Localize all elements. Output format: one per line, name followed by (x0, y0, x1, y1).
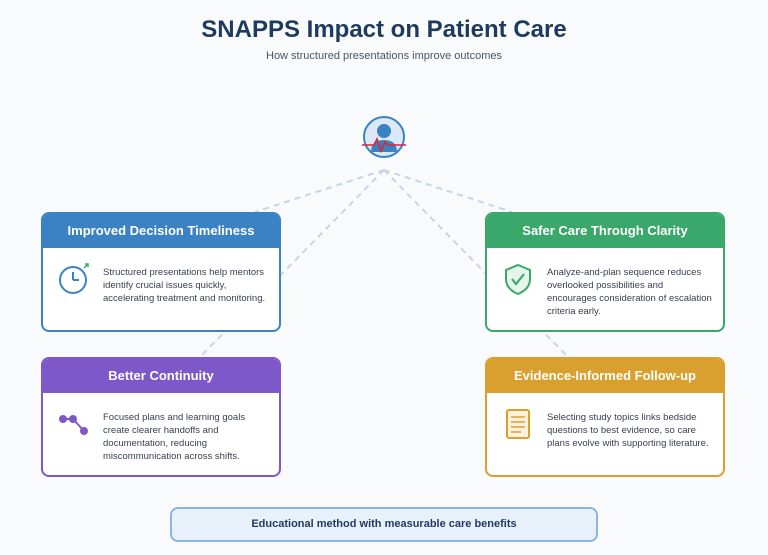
card-text: Focused plans and learning goals create … (103, 412, 246, 462)
card-safer-care: Safer Care Through Clarity Analyze-and-p… (485, 212, 725, 332)
diagram-subtitle: How structured presentations improve out… (266, 50, 502, 62)
card-better-continuity: Better Continuity Focused plans and lear… (41, 357, 281, 477)
card-text: Structured presentations help mentors id… (103, 267, 266, 304)
document-icon (506, 409, 530, 439)
card-evidence-follow-up: Evidence-Informed Follow-up Selecting st… (485, 357, 725, 477)
connector-timeliness (254, 169, 385, 213)
card-decision-timeliness: Improved Decision Timeliness Structured … (41, 212, 281, 332)
card-title: Evidence-Informed Follow-up (487, 359, 723, 393)
card-title: Better Continuity (43, 359, 279, 393)
card-title: Safer Care Through Clarity (487, 214, 723, 248)
card-text: Selecting study topics links bedside que… (547, 412, 709, 449)
connected-nodes-icon (59, 415, 88, 435)
diagram-title: SNAPPS Impact on Patient Care (201, 16, 567, 43)
footer-banner: Educational method with measurable care … (170, 507, 598, 542)
card-title: Improved Decision Timeliness (43, 214, 279, 248)
shield-check-icon (505, 263, 531, 296)
clock-icon (59, 263, 89, 294)
patient-heartbeat-icon (362, 116, 406, 158)
connector-safety (383, 169, 513, 213)
card-text: Analyze-and-plan sequence reduces overlo… (547, 267, 712, 317)
